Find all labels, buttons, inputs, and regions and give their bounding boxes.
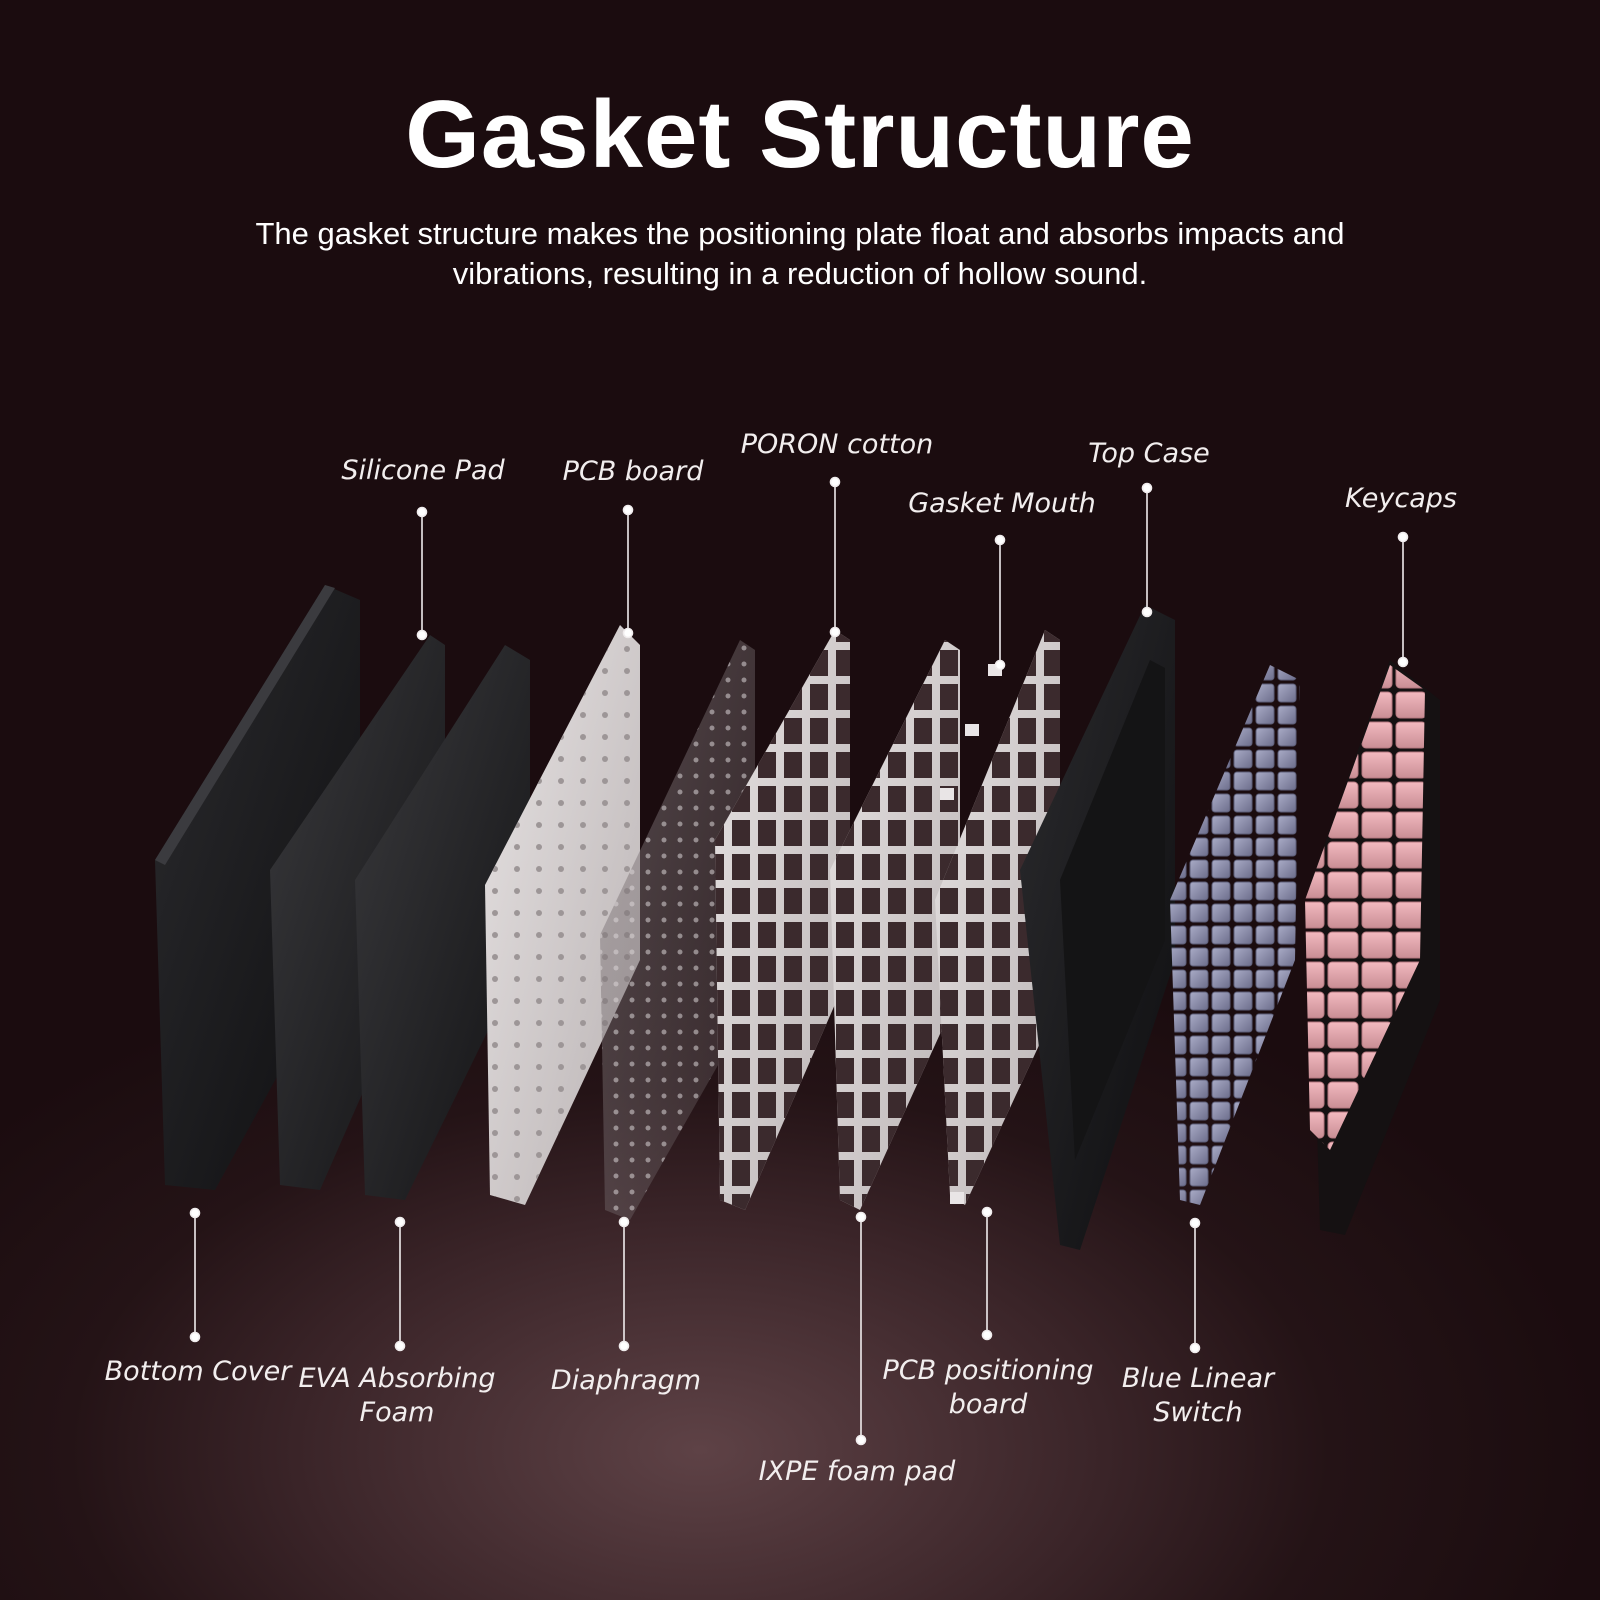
page-title: Gasket Structure [405,81,1195,188]
pcb-board-layer [485,625,640,1205]
top-case-layer [1020,605,1175,1250]
label-pcb-board: PCB board [562,456,704,487]
label-blue-linear-switch: Blue Linear Switch [1121,1363,1275,1428]
label-pcb-positioning-board: PCB positioning board [882,1355,1094,1420]
bottom-cover-layer [155,585,360,1190]
keycaps-layer [1305,660,1440,1235]
label-top-case: Top Case [1088,438,1210,469]
leader-lines [189,476,1409,1446]
blue-linear-switch-layer [1170,665,1300,1205]
eva-foam-layer [355,645,530,1200]
ixpe-foam-pad-layer [830,640,960,1210]
label-diaphragm: Diaphragm [550,1365,702,1396]
label-silicone-pad: Silicone Pad [341,455,505,486]
label-keycaps: Keycaps [1345,483,1457,514]
label-poron-cotton: PORON cotton [740,429,934,460]
label-eva-absorbing-foam: EVA Absorbing Foam [298,1363,496,1428]
diaphragm-layer [600,640,755,1220]
label-bottom-cover: Bottom Cover [104,1356,292,1387]
poron-cotton-layer [715,630,850,1210]
page-subtitle: The gasket structure makes the positioni… [255,216,1345,291]
label-gasket-mouth: Gasket Mouth [908,488,1096,519]
label-ixpe-foam-pad: IXPE foam pad [758,1456,956,1487]
